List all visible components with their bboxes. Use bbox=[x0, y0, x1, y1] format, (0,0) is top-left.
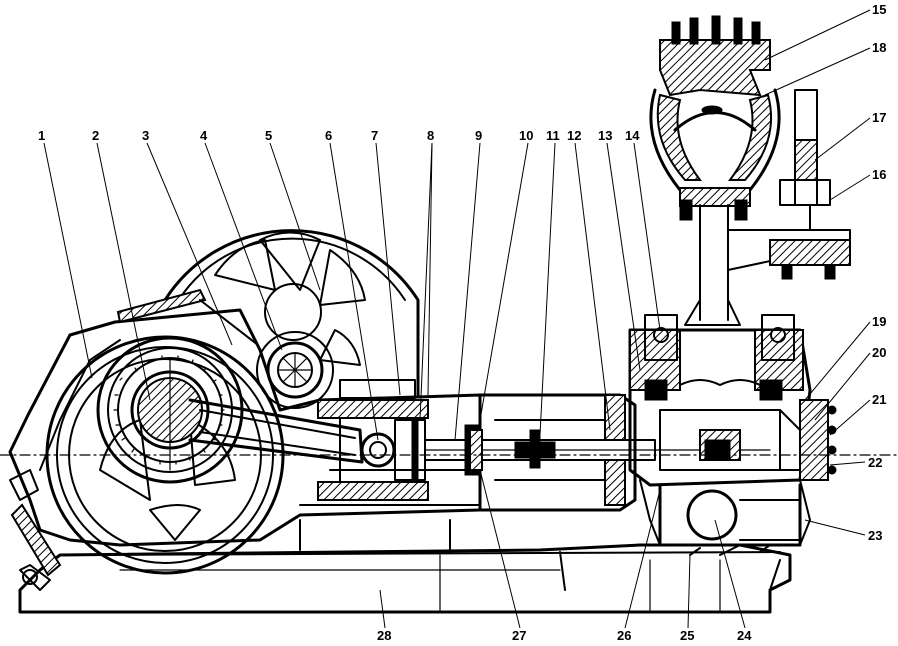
label-1: 1 bbox=[38, 128, 45, 143]
label-11: 11 bbox=[546, 128, 560, 143]
label-6: 6 bbox=[325, 128, 332, 143]
distance-piece bbox=[469, 393, 637, 512]
label-17: 17 bbox=[872, 110, 886, 125]
label-15: 15 bbox=[872, 2, 886, 17]
label-9: 9 bbox=[475, 128, 482, 143]
label-28: 28 bbox=[377, 628, 391, 643]
label-20: 20 bbox=[872, 345, 886, 360]
label-27: 27 bbox=[512, 628, 526, 643]
callout-labels: 1 2 3 4 5 6 7 8 9 10 11 12 13 14 15 18 1… bbox=[38, 2, 886, 643]
label-5: 5 bbox=[265, 128, 272, 143]
label-22: 22 bbox=[868, 455, 882, 470]
label-26: 26 bbox=[617, 628, 631, 643]
label-18: 18 bbox=[872, 40, 886, 55]
valve-chest bbox=[658, 483, 802, 556]
label-12: 12 bbox=[567, 128, 581, 143]
pinion-gear bbox=[256, 331, 334, 409]
base-frame bbox=[18, 543, 792, 614]
label-21: 21 bbox=[872, 392, 886, 407]
relief-valve-assembly bbox=[684, 89, 851, 326]
label-2: 2 bbox=[92, 128, 99, 143]
crankcase-housing bbox=[8, 308, 482, 591]
large-gear-wheel bbox=[163, 229, 420, 397]
label-24: 24 bbox=[737, 628, 752, 643]
connecting-rod bbox=[116, 288, 364, 464]
label-16: 16 bbox=[872, 167, 886, 182]
label-23: 23 bbox=[868, 528, 882, 543]
label-19: 19 bbox=[872, 314, 886, 329]
leader-lines bbox=[43, 9, 871, 629]
label-14: 14 bbox=[625, 128, 640, 143]
fluid-end-cylinder bbox=[628, 314, 837, 546]
label-7: 7 bbox=[371, 128, 378, 143]
main-bearing bbox=[96, 336, 244, 484]
label-10: 10 bbox=[519, 128, 533, 143]
crosshead bbox=[317, 399, 429, 501]
label-4: 4 bbox=[200, 128, 208, 143]
label-25: 25 bbox=[680, 628, 694, 643]
discharge-manifold bbox=[649, 15, 781, 221]
label-3: 3 bbox=[142, 128, 149, 143]
label-13: 13 bbox=[598, 128, 612, 143]
label-8: 8 bbox=[427, 128, 434, 143]
